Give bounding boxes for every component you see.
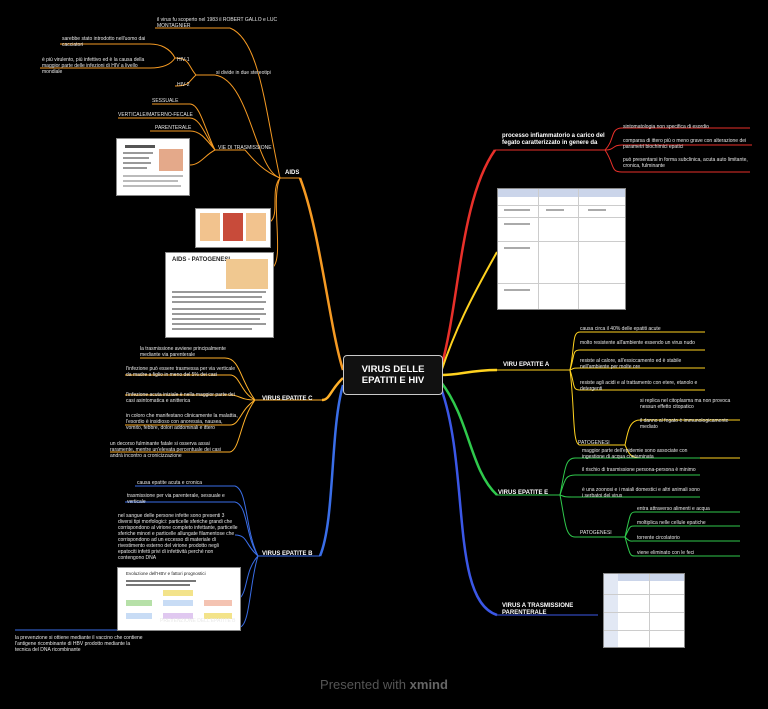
- footer-credit: Presented with xmind: [0, 677, 768, 692]
- route-vertical[interactable]: VERTICALE/MATERNO-FECALE: [118, 112, 193, 118]
- topic-hepatitis-b[interactable]: VIRUS EPATITE B: [262, 551, 313, 557]
- hav-acids[interactable]: resiste agli acidi e al trattamento con …: [580, 380, 698, 392]
- topic-parenteral-viruses[interactable]: VIRUS A TRASMISSIONE PARENTERALE: [502, 603, 574, 616]
- aids-hiv1[interactable]: HIV-1: [177, 57, 190, 63]
- hepatitis-comparison-table-image: [497, 188, 626, 310]
- symptom-forms[interactable]: può presentarsi in forma subclinica, acu…: [623, 157, 748, 169]
- hcv-symptoms[interactable]: in coloro che manifestano clinicamente l…: [126, 413, 238, 431]
- aids-hiv1-origin[interactable]: sarebbe stato introdotto nell'uomo dai c…: [62, 36, 146, 48]
- hcv-transmission[interactable]: la trasmissione avviene principalmente m…: [140, 346, 226, 358]
- symptom-onset[interactable]: sintomatologia non specifica di esordio: [623, 124, 709, 130]
- topic-inflammatory-process[interactable]: processo infiammatorio a carico del fega…: [502, 133, 605, 146]
- hav-prevalence[interactable]: causa circa il 40% delle epatiti acute: [580, 326, 661, 332]
- topic-hepatitis-e[interactable]: VIRUS EPATITE E: [498, 490, 549, 496]
- hcv-course[interactable]: un decorso fulminante fatale si osserva …: [110, 441, 222, 459]
- hav-replication[interactable]: si replica nel citoplasma ma non provoca…: [640, 398, 731, 410]
- hev-entry[interactable]: entra attraverso alimenti e acqua: [637, 506, 710, 512]
- hcv-acute[interactable]: l'infezione acuta iniziale è nella maggi…: [126, 392, 235, 404]
- aids-discovery[interactable]: il virus fu scoperto nel 1983 il ROBERT …: [157, 17, 278, 29]
- symptom-jaundice[interactable]: comparsa di ittero più o meno grave con …: [623, 138, 747, 150]
- aids-cell-image: [195, 208, 271, 248]
- hbv-morphology[interactable]: nel sangue delle persone infette sono pr…: [118, 513, 238, 561]
- hev-multiply[interactable]: moltiplica nelle cellule epatiche: [637, 520, 706, 526]
- hcv-vertical[interactable]: l'infezione può essere trasmessa per via…: [126, 366, 236, 378]
- aids-pathogenesis-image: AIDS - PATOGENESI: [165, 252, 274, 338]
- aids-transmission-image: [116, 138, 190, 196]
- hav-pathogenesis[interactable]: PATOGENESI: [578, 440, 610, 446]
- topic-hepatitis-c[interactable]: VIRUS EPATITE C: [262, 396, 313, 402]
- hav-heat[interactable]: resiste al calore, all'essiccamento ed è…: [580, 358, 682, 370]
- hbv-prevention[interactable]: PREVENZIONE DELL'EPATITE B: [160, 618, 236, 624]
- hev-person-risk[interactable]: il rischio di trasmissione persona-perso…: [582, 467, 696, 473]
- aids-hiv2[interactable]: HIV-2: [177, 82, 190, 88]
- hev-zoonosis[interactable]: è una zoonosi e i maiali domestici e alt…: [582, 487, 700, 499]
- hav-liver-damage[interactable]: il danno al fegato è immunologicamente m…: [640, 418, 729, 430]
- topic-hepatitis-a[interactable]: VIRU EPATITE A: [503, 362, 550, 368]
- route-sexual[interactable]: SESSUALE: [152, 98, 179, 104]
- parenteral-table-image: [603, 573, 685, 648]
- aids-stereotypes[interactable]: si divide in due stereotipi: [216, 70, 271, 76]
- route-parenteral[interactable]: PARENTERALE: [155, 125, 192, 131]
- hev-elimination[interactable]: viene eliminato con le feci: [637, 550, 695, 556]
- hav-resistant[interactable]: molto resistente all'ambiente essendo un…: [580, 340, 695, 346]
- aids-pathogenesis-title: AIDS - PATOGENESI: [172, 257, 231, 263]
- footer-prefix: Presented with: [320, 677, 407, 692]
- aids-hiv1-virulence[interactable]: è più virulento, più infettivo ed è la c…: [42, 57, 145, 75]
- hbv-evolution-title: Evoluzione dell'HBV e fattori prognostic…: [126, 571, 206, 576]
- hev-pathogenesis[interactable]: PATOGENESI: [580, 530, 612, 536]
- hbv-transmission[interactable]: trasmissione per via parenterale, sessua…: [127, 493, 225, 505]
- aids-transmission-routes[interactable]: VIE DI TRASMISSIONE: [218, 145, 272, 151]
- topic-aids[interactable]: AIDS: [285, 170, 300, 176]
- hbv-evolution-image: Evoluzione dell'HBV e fattori prognostic…: [117, 567, 241, 631]
- hev-bloodstream[interactable]: torrente circolatorio: [637, 535, 680, 541]
- hbv-acute-chronic[interactable]: causa epatite acuta e cronica: [137, 480, 203, 486]
- central-topic[interactable]: VIRUS DELLE EPATITI E HIV: [343, 355, 443, 395]
- hbv-vaccine[interactable]: la prevenzione si ottiene mediante il va…: [15, 635, 143, 653]
- xmind-brand: xmind: [409, 677, 448, 692]
- hev-water[interactable]: maggior parte dell'epidemie sono associa…: [582, 448, 688, 460]
